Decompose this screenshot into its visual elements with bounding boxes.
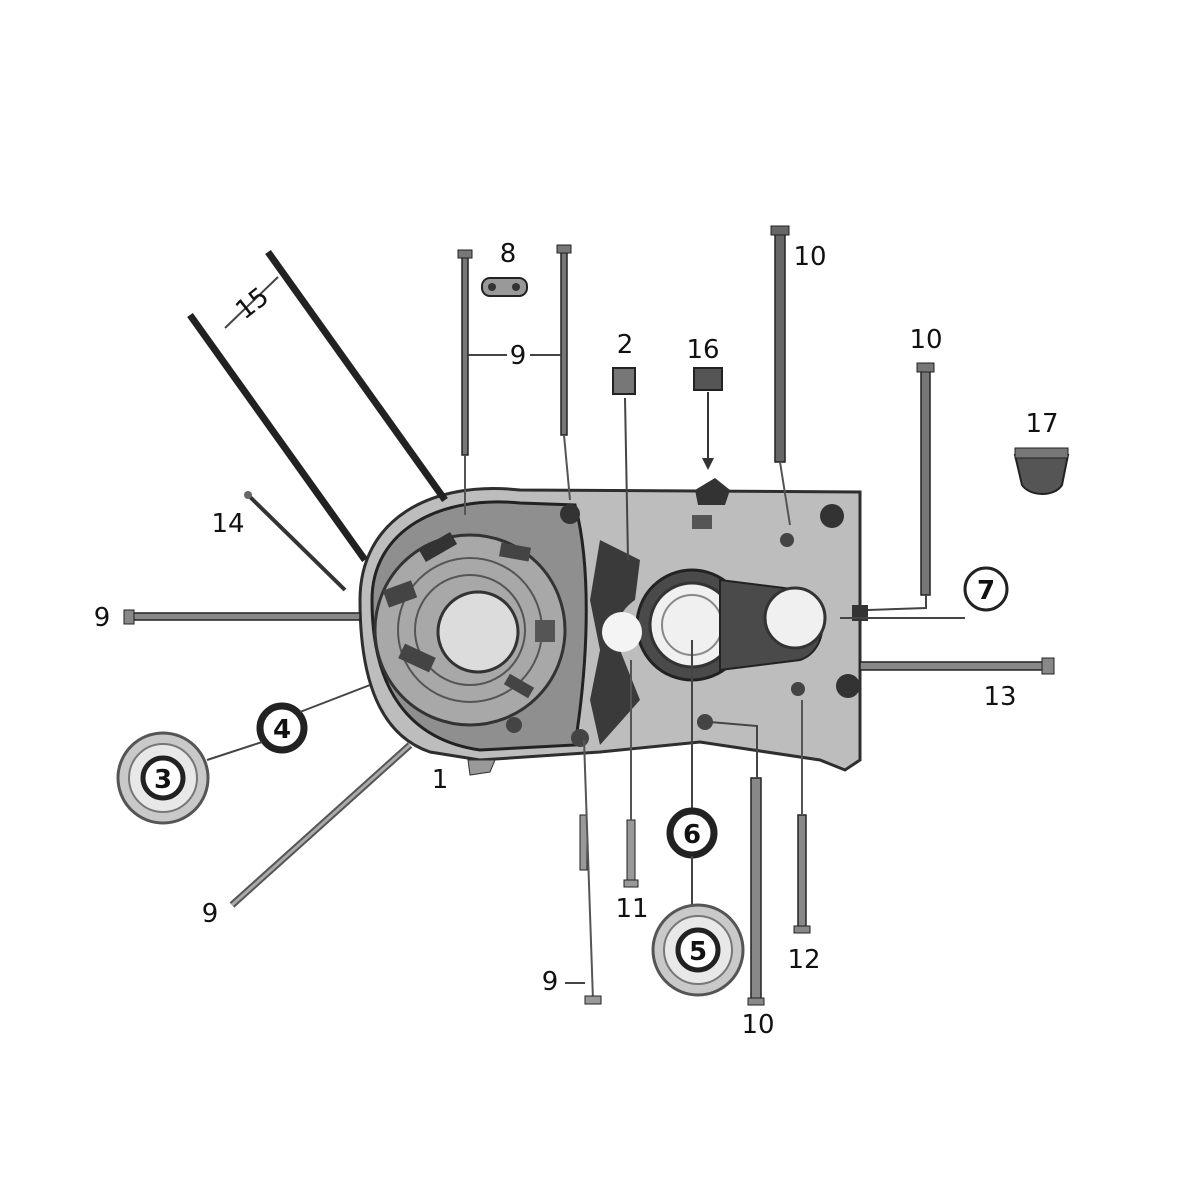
callout-16: 16	[686, 335, 719, 365]
callout-2: 2	[617, 330, 634, 360]
callout-17: 17	[1025, 409, 1058, 439]
callout-15: 15	[230, 282, 275, 326]
bolt-11	[623, 660, 639, 888]
callout-5: 5	[689, 937, 707, 967]
callout-13: 13	[983, 682, 1016, 712]
callout-7-ring	[963, 566, 1009, 612]
seal-3	[116, 731, 210, 825]
part-2-nut	[612, 367, 636, 561]
callout-10-top: 10	[793, 242, 826, 272]
bolt-10-bottom	[709, 721, 765, 1006]
callout-9-bottom: 9	[542, 967, 559, 997]
part-8-clip	[481, 277, 528, 297]
callout-8: 8	[500, 239, 517, 269]
callout-3: 3	[154, 765, 172, 795]
seal-5	[651, 903, 745, 997]
bolt-10-right	[867, 362, 935, 611]
part-17-cap	[1013, 447, 1070, 495]
bolt-9-bottom	[565, 739, 602, 1005]
bolt-9-left	[123, 609, 361, 625]
callout-1: 1	[432, 765, 449, 795]
bolt-9-top-pair	[457, 244, 572, 515]
callout-7: 7	[977, 576, 995, 606]
stud-15-set	[187, 249, 448, 563]
bolt-10-top	[770, 225, 791, 526]
callout-10-right: 10	[909, 325, 942, 355]
callout-12: 12	[787, 945, 820, 975]
callout-11: 11	[615, 894, 648, 924]
part-16-fitting	[693, 367, 723, 470]
bolt-12	[793, 700, 811, 934]
bolt-13	[859, 657, 1055, 675]
seal-6	[666, 640, 718, 905]
callout-9-top: 9	[510, 341, 527, 371]
callout-4: 4	[273, 715, 291, 745]
bolt-9-bottom-left	[229, 742, 413, 908]
callout-10-bottom: 10	[741, 1010, 774, 1040]
callout-9-bottom-left: 9	[202, 899, 219, 929]
callout-14: 14	[211, 509, 244, 539]
callout-9-left: 9	[94, 603, 111, 633]
callout-6: 6	[683, 820, 701, 850]
bolt-14	[244, 491, 347, 592]
seal-4	[206, 684, 371, 761]
crankcase-housing	[358, 478, 868, 776]
